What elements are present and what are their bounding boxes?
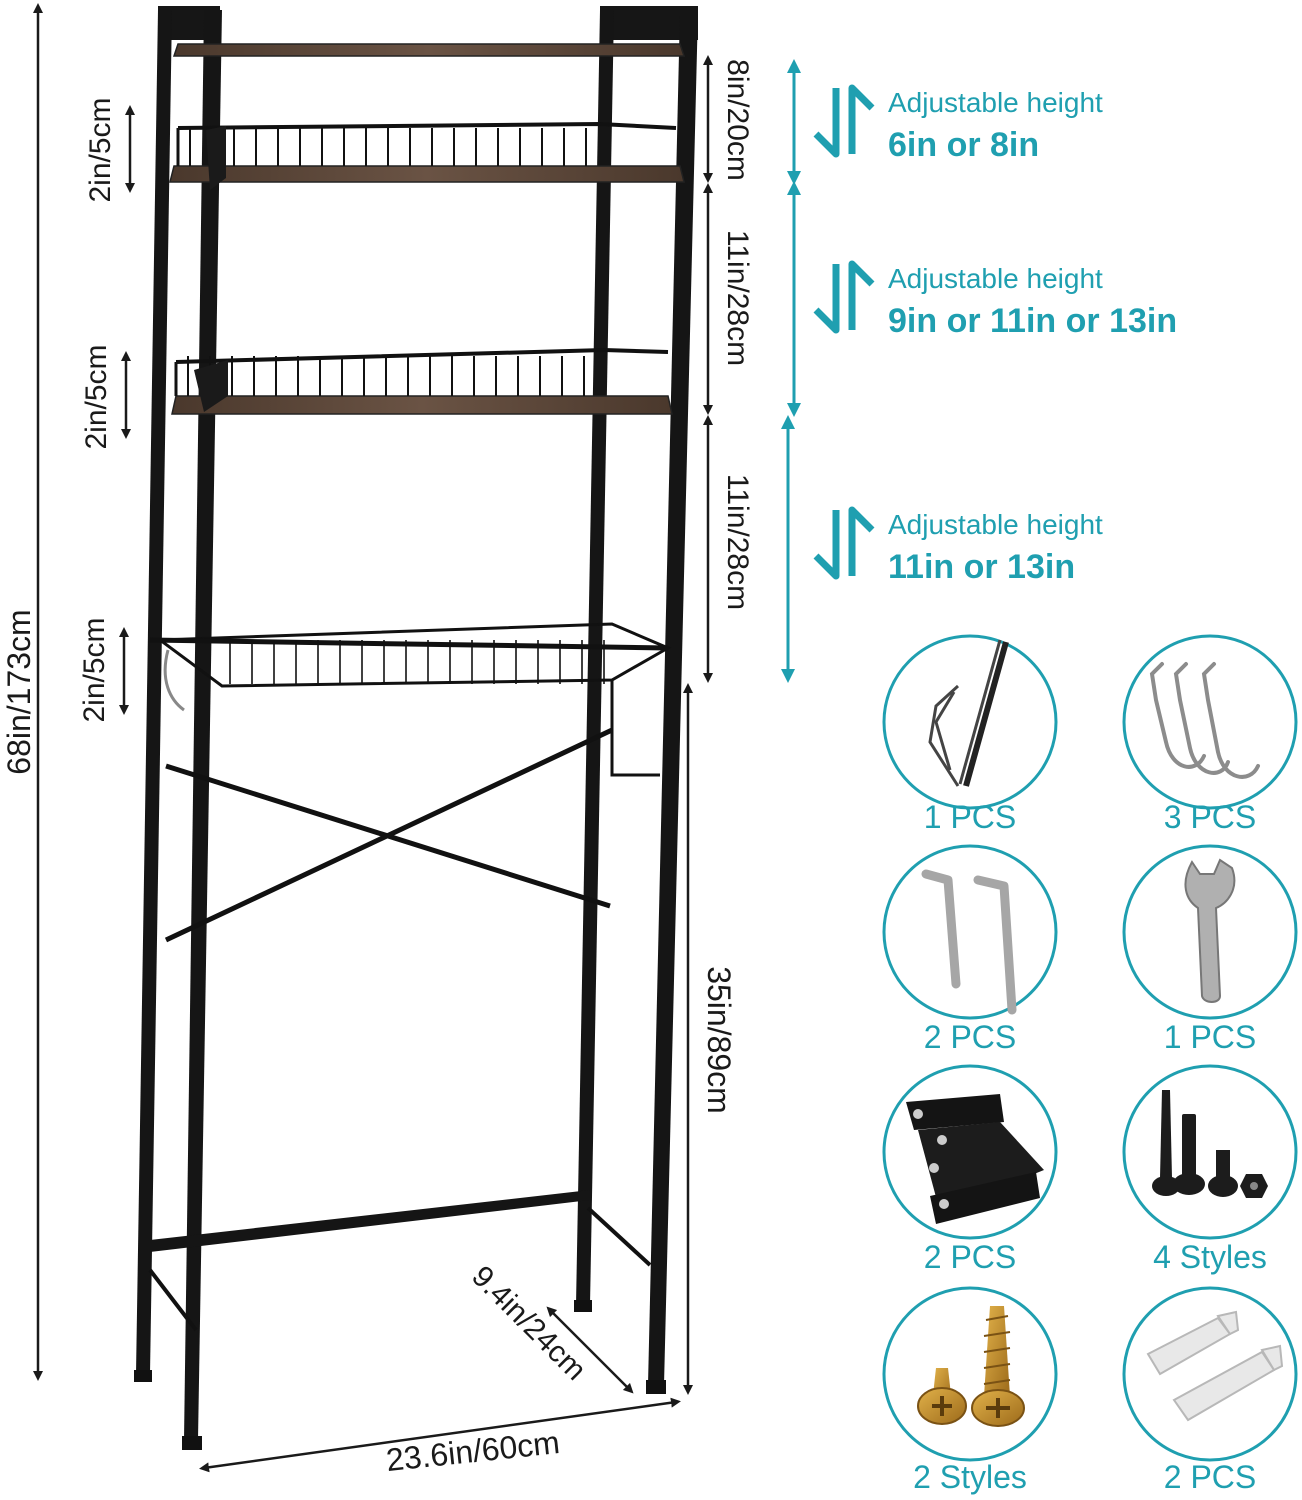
- side-brace: [148, 1268, 198, 1332]
- cross-brace: [164, 727, 614, 943]
- gap-top-label: 8in/20cm: [721, 59, 754, 181]
- rail-height-label: 2in/5cm: [80, 344, 113, 449]
- accessory-qty: 4 Styles: [1153, 1239, 1267, 1275]
- accessory-circle: [1122, 1286, 1298, 1462]
- accessory-qty: 1 PCS: [924, 799, 1016, 835]
- hooks-icon: [1149, 662, 1260, 779]
- rail-height-label: 2in/5cm: [78, 617, 111, 722]
- accessory-qty: 2 PCS: [924, 1239, 1016, 1275]
- accessory-circle: [882, 844, 1058, 1020]
- foot: [646, 1380, 666, 1394]
- adjust-height-icon: [813, 84, 875, 158]
- total-height-label: 68in/173cm: [1, 609, 37, 774]
- depth-label: 9.4in/24cm: [465, 1260, 592, 1387]
- lower-brace: [150, 1190, 590, 1252]
- gap-middle-label: 11in/28cm: [721, 230, 754, 366]
- shelf-frame: [134, 6, 698, 1450]
- foot: [134, 1370, 152, 1382]
- adjust-height-label: Adjustable height: [888, 263, 1103, 294]
- third-shelf: [171, 347, 673, 415]
- top-wood-shelf: [172, 43, 686, 57]
- strap: [206, 126, 226, 190]
- accessory-qty: 2 PCS: [924, 1019, 1016, 1055]
- adjust-height-value: 9in or 11in or 13in: [888, 302, 1177, 340]
- accessory-circle: [1122, 634, 1298, 810]
- dimension-lines: [33, 2, 713, 1473]
- accessory-circle: [1122, 1064, 1298, 1240]
- wood-screws-icon: [917, 1306, 1025, 1427]
- clearance-height-label: 35in/89cm: [701, 966, 737, 1114]
- bolts-icon: [1152, 1090, 1268, 1198]
- side-brace: [586, 1206, 652, 1267]
- adjust-height-label: Adjustable height: [888, 87, 1103, 118]
- toilet-paper-holder-icon: [928, 639, 1009, 787]
- wire-basket-shelf: [149, 622, 672, 777]
- hook-detail: [163, 649, 185, 712]
- accessory-circle: [882, 634, 1058, 810]
- wall-anchors-icon: [1146, 1310, 1284, 1422]
- adjust-height-icon: [813, 260, 875, 334]
- allen-keys-icon: [921, 869, 1017, 1015]
- wrench-icon: [1184, 858, 1236, 1003]
- accessory-qty: 2 Styles: [913, 1459, 1027, 1495]
- accessory-qty: 2 PCS: [1164, 1459, 1256, 1495]
- strap: [194, 360, 228, 412]
- adjust-height-value: 11in or 13in: [888, 548, 1075, 586]
- rear-left-leg: [136, 10, 172, 1374]
- accessories-grid: 1 PCS 3 PCS 2 PCS 1 PCS 2 PCS 4 Styles 2…: [882, 634, 1298, 1495]
- accessory-qty: 1 PCS: [1164, 1019, 1256, 1055]
- front-left-leg: [184, 10, 222, 1440]
- adjust-arrows: [781, 59, 801, 683]
- adjust-height-value: 6in or 8in: [888, 126, 1039, 164]
- front-right-leg: [648, 10, 698, 1385]
- rail-height-label: 2in/5cm: [84, 97, 117, 202]
- foot: [574, 1300, 592, 1312]
- second-shelf: [169, 121, 685, 183]
- accessory-qty: 3 PCS: [1164, 799, 1256, 835]
- foot: [182, 1436, 202, 1450]
- rear-right-leg: [576, 10, 614, 1305]
- anti-tip-straps-icon: [906, 1094, 1044, 1224]
- accessory-circle: [882, 1286, 1058, 1462]
- adjust-height-icon: [813, 506, 875, 580]
- width-label: 23.6in/60cm: [384, 1424, 561, 1478]
- gap-lower-label: 11in/28cm: [721, 474, 754, 610]
- adjust-height-label: Adjustable height: [888, 509, 1103, 540]
